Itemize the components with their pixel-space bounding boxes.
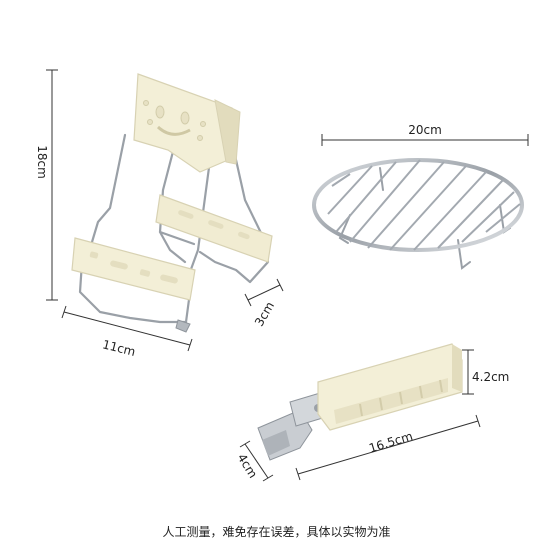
gripper-length-label: 16.5cm <box>367 429 414 456</box>
steamer-rack-rim <box>312 158 524 252</box>
rack-diameter-dimension <box>321 134 529 146</box>
gripper-handle-lower <box>334 378 448 424</box>
clip-depth-label: 3cm <box>252 299 277 328</box>
gripper-width-dimension <box>239 440 274 482</box>
clip-height-dimension <box>46 69 58 301</box>
gripper-height-dimension <box>462 349 474 395</box>
bowl-clip-image <box>71 73 273 333</box>
clip-width-label: 11cm <box>101 337 137 359</box>
gripper-handle-ribs <box>359 379 443 417</box>
gripper-image <box>257 343 463 461</box>
gripper-handle-end <box>452 344 462 392</box>
bowl-clip-top-handle-side <box>214 99 241 165</box>
bowl-clip-front-grip <box>71 237 196 301</box>
steamer-rack-wires <box>327 159 521 251</box>
gripper-width-label: 4cm <box>235 451 261 480</box>
bowl-clip-front-grip-slots <box>89 251 178 284</box>
gripper-length-dimension <box>295 414 481 481</box>
steamer-rack-image <box>312 158 524 270</box>
bowl-clip-back-grip-slots <box>178 210 250 240</box>
clip-depth-dimension <box>244 278 284 307</box>
clip-height-label: 18cm <box>35 145 49 179</box>
measurement-disclaimer: 人工测量，难免存在误差，具体以实物为准 <box>162 525 391 539</box>
bowl-clip-foot <box>175 319 191 333</box>
bowl-clip-smile-icon <box>143 100 206 141</box>
clip-width-dimension <box>61 305 193 352</box>
rack-diameter-label: 20cm <box>408 123 442 137</box>
gripper-height-label: 4.2cm <box>472 370 509 384</box>
gripper-jaw-inner <box>262 430 290 456</box>
